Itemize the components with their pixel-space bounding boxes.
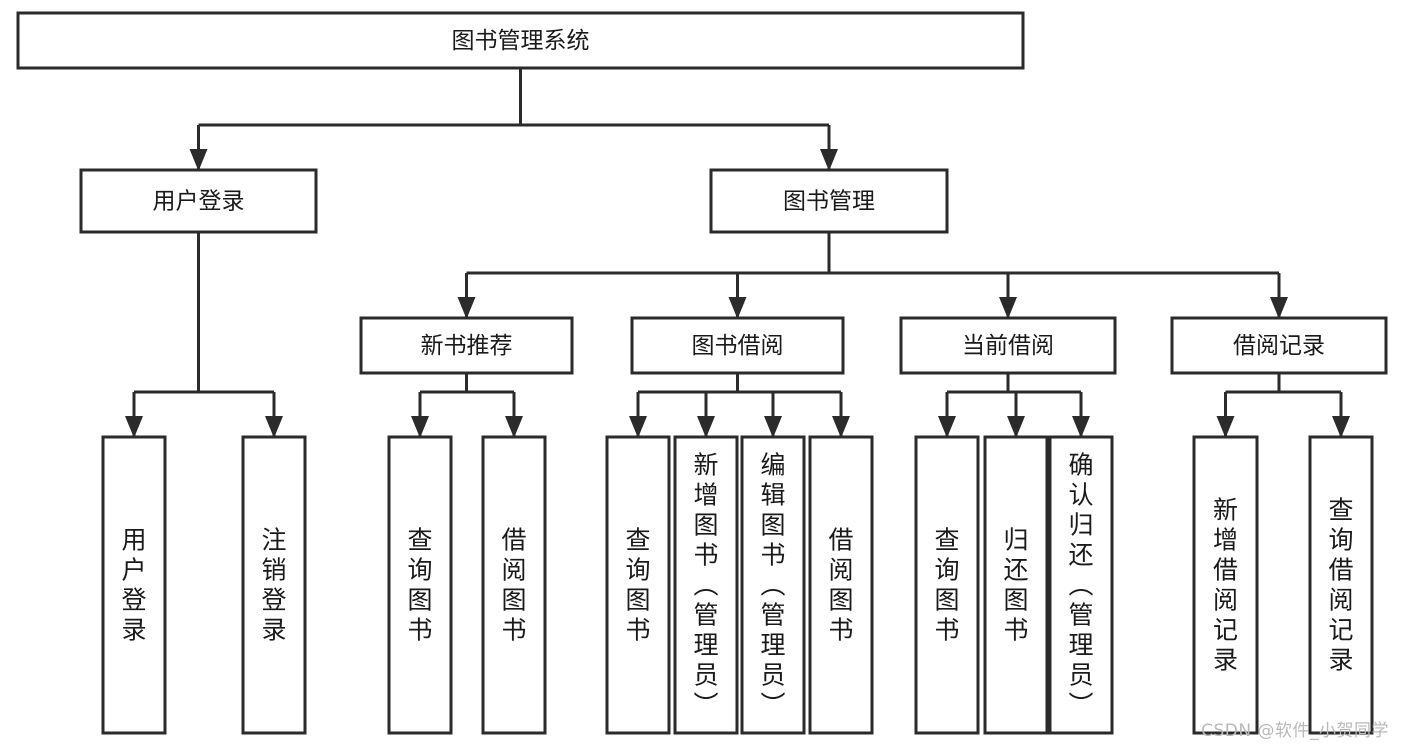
arrow-head-icon	[832, 416, 850, 438]
arrow-head-icon	[1270, 297, 1288, 319]
node-leaf-bb-borrow[interactable]: 借阅图书	[808, 435, 874, 735]
arrow-head-icon	[1216, 416, 1235, 438]
node-label: 当前借阅	[962, 333, 1054, 359]
node-label: 借阅图书	[828, 525, 853, 644]
node-label: 新增借阅记录	[1213, 495, 1238, 674]
arrow-head-icon	[189, 149, 208, 171]
arrow-head-icon	[125, 416, 143, 438]
csdn-watermark: CSDN @软件_小贺同学	[1201, 721, 1389, 741]
node-leaf-br-add[interactable]: 新增借阅记录	[1192, 435, 1259, 735]
arrow-head-icon	[1332, 416, 1350, 438]
node-leaf-cb-confirm[interactable]: 确认归还︵管理员︶	[1048, 435, 1114, 735]
node-book-mgmt[interactable]: 图书管理	[709, 168, 949, 234]
node-leaf-rec-query[interactable]: 查询图书	[387, 435, 453, 735]
connector-root	[189, 68, 838, 171]
node-leaf-bb-edit[interactable]: 编辑图书︵管理员︶	[740, 435, 806, 735]
node-label: 图书管理系统	[452, 28, 590, 54]
connector-borrow-record	[1216, 373, 1350, 438]
arrow-head-icon	[938, 416, 956, 438]
connector-layer	[125, 68, 1350, 438]
connector-book-borrow	[629, 373, 850, 438]
node-new-book-rec[interactable]: 新书推荐	[359, 316, 574, 375]
node-leaf-cb-return[interactable]: 归还图书	[983, 435, 1049, 735]
arrow-head-icon	[697, 416, 715, 438]
node-label: 编辑图书︵管理员︶	[760, 450, 785, 719]
arrow-head-icon	[265, 416, 283, 438]
arrow-head-icon	[999, 297, 1017, 319]
node-label: 图书管理	[783, 189, 875, 215]
arrow-head-icon	[1007, 416, 1025, 438]
connector-current-borrow	[938, 373, 1090, 438]
connector-new-book-rec	[411, 373, 523, 438]
node-leaf-logout[interactable]: 注销登录	[241, 435, 307, 735]
node-current-borrow[interactable]: 当前借阅	[899, 316, 1117, 375]
node-leaf-bb-query[interactable]: 查询图书	[605, 435, 671, 735]
arrow-head-icon	[820, 149, 838, 171]
node-borrow-record[interactable]: 借阅记录	[1170, 316, 1388, 375]
node-layer: 图书管理系统用户登录图书管理新书推荐图书借阅当前借阅借阅记录用户登录注销登录查询…	[16, 11, 1388, 735]
node-label: 用户登录	[153, 189, 245, 215]
arrow-head-icon	[411, 416, 429, 438]
node-label: 确认归还︵管理员︶	[1068, 450, 1093, 719]
node-leaf-cb-query[interactable]: 查询图书	[914, 435, 980, 735]
connector-book-mgmt	[457, 232, 1288, 319]
arrow-head-icon	[505, 416, 523, 438]
node-leaf-rec-borrow[interactable]: 借阅图书	[481, 435, 547, 735]
connector-user-login	[125, 232, 283, 438]
node-user-login[interactable]: 用户登录	[79, 168, 318, 234]
node-label: 借阅图书	[501, 525, 526, 644]
node-label: 注销登录	[261, 525, 286, 644]
node-label: 查询借阅记录	[1328, 495, 1353, 674]
arrow-head-icon	[764, 416, 782, 438]
node-leaf-br-query[interactable]: 查询借阅记录	[1308, 435, 1374, 735]
node-label: 新书推荐	[421, 333, 513, 359]
node-label: 用户登录	[121, 525, 146, 644]
node-label: 查询图书	[934, 525, 959, 644]
arrow-head-icon	[629, 416, 647, 438]
node-leaf-bb-add[interactable]: 新增图书︵管理员︶	[673, 435, 739, 735]
arrow-head-icon	[457, 297, 476, 319]
node-label: 新增图书︵管理员︶	[693, 450, 718, 719]
node-label: 查询图书	[407, 525, 432, 644]
node-label: 借阅记录	[1233, 333, 1325, 359]
node-label: 查询图书	[625, 525, 650, 644]
node-label: 图书借阅	[692, 333, 784, 359]
arrow-head-icon	[728, 297, 747, 319]
node-book-borrow[interactable]: 图书借阅	[630, 316, 845, 375]
arrow-head-icon	[1072, 416, 1090, 438]
node-label: 归还图书	[1003, 525, 1028, 644]
node-root[interactable]: 图书管理系统	[16, 11, 1025, 70]
node-leaf-user-login[interactable]: 用户登录	[101, 435, 167, 735]
